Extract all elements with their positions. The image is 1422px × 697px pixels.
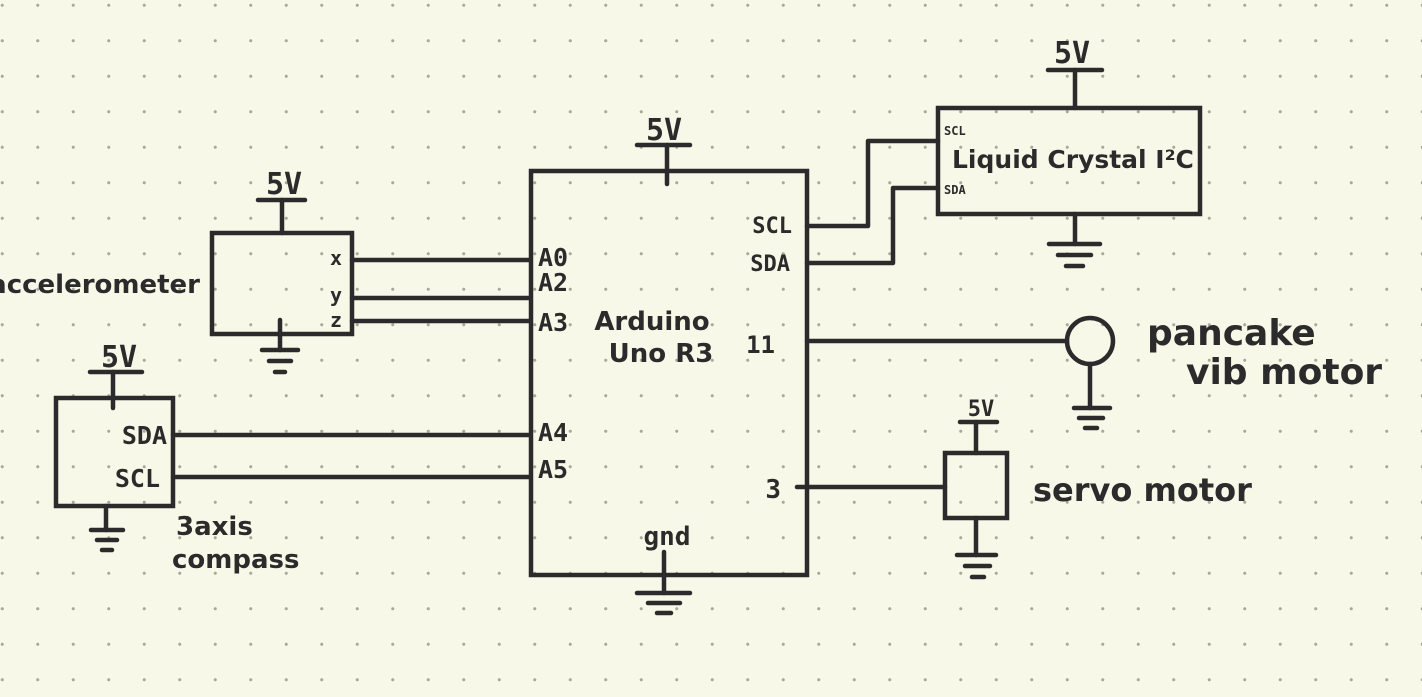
- compass-pin-sda: SDA: [122, 421, 167, 450]
- wire-sda-lcd: [804, 185, 941, 266]
- lcd-pin-sda: SDA: [944, 183, 966, 197]
- pin-a0-label: A0: [538, 243, 568, 272]
- compass-pin-scl: SCL: [115, 464, 160, 493]
- pin-sda-label: SDA: [750, 252, 790, 277]
- compass-module: 5V SDA SCL 3axis compass: [53, 340, 299, 575]
- pin-3-label: 3: [765, 475, 781, 505]
- vib-motor-body: [1064, 315, 1116, 367]
- lcd-ground-symbol: [1046, 211, 1103, 269]
- vib-motor-label-line2: vib motor: [1186, 352, 1382, 393]
- arduino-power: 5V: [634, 113, 693, 187]
- lcd-power: 5V: [1045, 36, 1105, 111]
- lcd-power-label: 5V: [1054, 36, 1090, 71]
- pin-11-label: 11: [746, 331, 775, 359]
- accelerometer-ground-symbol: [259, 317, 301, 375]
- accelerometer-pin-z: z: [330, 308, 342, 332]
- pin-a2-label: A2: [538, 268, 568, 297]
- servo-power: 5V: [957, 397, 1000, 456]
- wire-scl-lcd: [804, 138, 941, 229]
- compass-ground-symbol: [88, 503, 126, 553]
- arduino-ground-symbol: gnd: [634, 522, 693, 616]
- lcd-module: 5V SCL SDA Liquid Crystal I²C: [935, 36, 1203, 269]
- vib-motor-label-line1: pancake: [1147, 313, 1316, 354]
- servo-ground-symbol: [954, 515, 999, 580]
- pin-a4-label: A4: [538, 418, 568, 447]
- pin-a3-label: A3: [538, 308, 568, 337]
- compass-label-line2: compass: [172, 545, 299, 575]
- arduino-ground-label: gnd: [644, 522, 691, 552]
- lcd-body: [935, 105, 1203, 217]
- servo-motor: 5V servo motor: [942, 397, 1252, 580]
- vib-motor-ground-symbol: [1071, 361, 1113, 431]
- vib-motor: pancake vib motor: [1064, 313, 1382, 431]
- lcd-label: Liquid Crystal I²C: [952, 145, 1194, 174]
- accelerometer-power-label: 5V: [266, 167, 302, 202]
- compass-power-label: 5V: [101, 340, 137, 375]
- pin-scl-label: SCL: [752, 214, 792, 239]
- servo-body: [942, 450, 1010, 521]
- lcd-pin-scl: SCL: [944, 124, 966, 138]
- accelerometer-module: 5V x y z accelerometer: [0, 167, 355, 375]
- compass-power: 5V: [87, 340, 145, 411]
- servo-label: servo motor: [1033, 471, 1252, 509]
- arduino-board: 5V gnd Arduino Uno R3 A0 A2 A3 A4 A5 SCL…: [528, 113, 810, 616]
- pin-a5-label: A5: [538, 455, 568, 484]
- compass-label-line1: 3axis: [176, 512, 253, 542]
- servo-power-label: 5V: [968, 397, 995, 422]
- accelerometer-label: accelerometer: [0, 270, 200, 300]
- arduino-power-label: 5V: [646, 113, 682, 148]
- wires: [170, 138, 1070, 490]
- accelerometer-pin-y: y: [330, 283, 342, 307]
- accelerometer-power: 5V: [255, 167, 308, 236]
- arduino-name-line2: Uno R3: [609, 339, 714, 369]
- arduino-name-line1: Arduino: [594, 307, 709, 337]
- accelerometer-pin-x: x: [330, 246, 342, 270]
